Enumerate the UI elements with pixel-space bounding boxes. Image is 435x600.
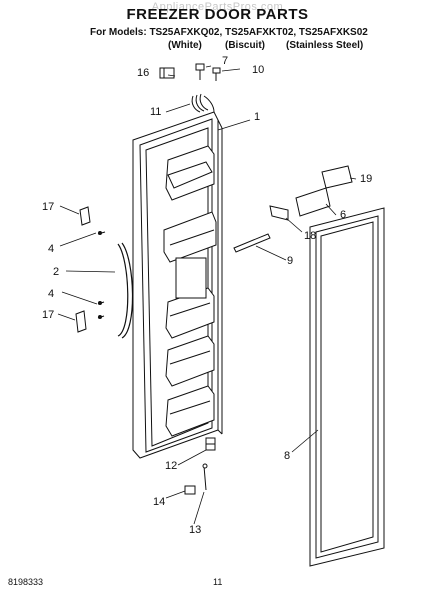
part-19-bracket bbox=[321, 165, 353, 189]
part-9-shelf-bar bbox=[233, 233, 271, 253]
part-2-handle bbox=[117, 242, 134, 339]
callout-11: 11 bbox=[150, 106, 161, 118]
part-16-connector bbox=[159, 67, 175, 79]
part-14-bushing bbox=[184, 485, 196, 495]
page-title: FREEZER DOOR PARTS bbox=[126, 6, 309, 23]
part-6-shelf-bin bbox=[295, 187, 331, 217]
finish-biscuit: (Biscuit) bbox=[225, 40, 265, 51]
callout-19: 19 bbox=[360, 173, 372, 185]
document-number: 8198333 bbox=[8, 577, 44, 587]
part-4-screw-upper bbox=[97, 231, 106, 235]
door-shelves bbox=[163, 145, 217, 437]
wire-harness bbox=[191, 93, 215, 113]
finish-white: (White) bbox=[168, 40, 202, 51]
callout-17-upper: 17 bbox=[42, 201, 54, 213]
callout-labels: 16 7 10 11 1 17 4 2 4 17 6 19 18 9 8 12 … bbox=[42, 55, 372, 536]
finish-stainless: (Stainless Steel) bbox=[286, 40, 364, 51]
part-12-hinge bbox=[205, 437, 216, 451]
callout-4-lower: 4 bbox=[48, 288, 54, 300]
part-4-screw-lower bbox=[97, 301, 105, 319]
watermark: AppliancePartsPros.com bbox=[151, 1, 284, 13]
part-17-trim-lower bbox=[75, 310, 87, 333]
callout-6: 6 bbox=[340, 209, 346, 221]
part-7-screw bbox=[195, 63, 205, 80]
callout-13: 13 bbox=[189, 524, 201, 536]
part-13-screw bbox=[202, 463, 208, 491]
leader-lines bbox=[57, 65, 357, 525]
callout-4-upper: 4 bbox=[48, 243, 54, 255]
callout-8: 8 bbox=[284, 450, 290, 462]
callout-14: 14 bbox=[153, 496, 165, 508]
callout-7: 7 bbox=[222, 55, 228, 67]
part-18-bracket bbox=[269, 205, 289, 221]
callout-2: 2 bbox=[53, 266, 59, 278]
callout-16: 16 bbox=[137, 67, 149, 79]
callout-17-lower: 17 bbox=[42, 309, 54, 321]
page-number: 11 bbox=[213, 577, 223, 587]
part-17-trim-upper bbox=[79, 206, 91, 226]
part-10-screw bbox=[212, 67, 221, 81]
models-line: For Models: TS25AFXKQ02, TS25AFXKT02, TS… bbox=[90, 27, 368, 38]
callout-18: 18 bbox=[304, 230, 316, 242]
callout-9: 9 bbox=[287, 255, 293, 267]
callout-1: 1 bbox=[254, 111, 260, 123]
callout-12: 12 bbox=[165, 460, 177, 472]
callout-10: 10 bbox=[252, 64, 264, 76]
part-8-door-gasket bbox=[309, 207, 385, 567]
